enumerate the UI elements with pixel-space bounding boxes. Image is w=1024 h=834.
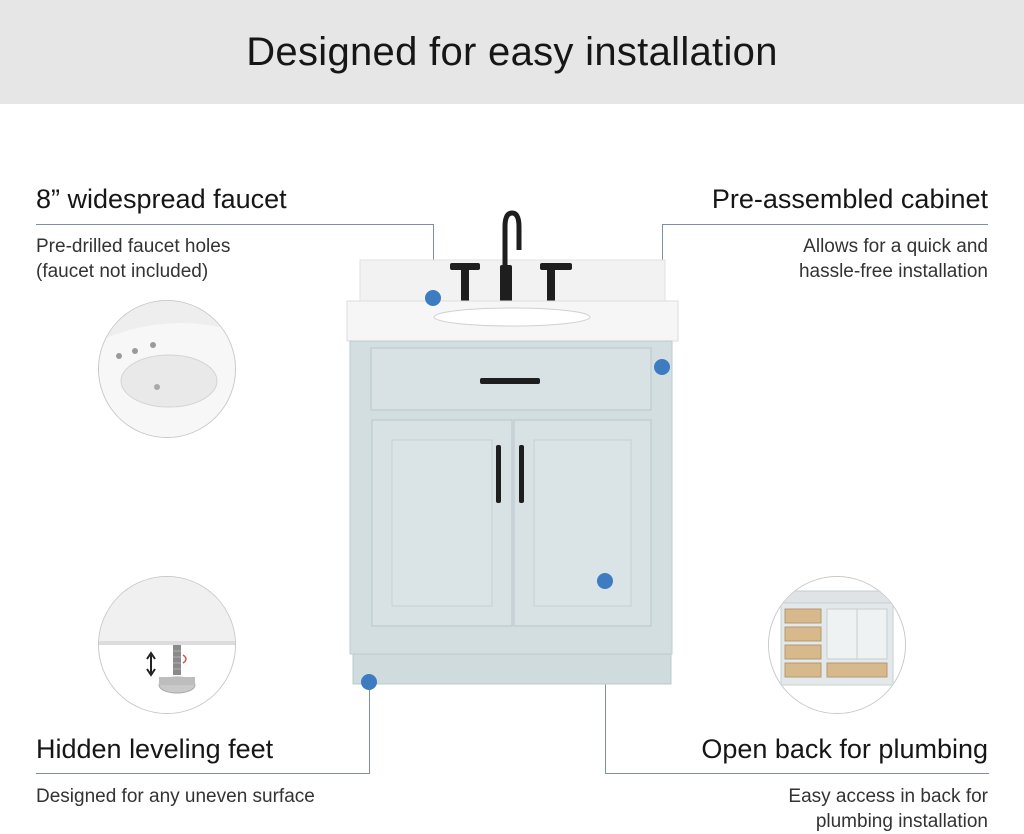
cabinet-leader-line	[662, 224, 988, 225]
plumbing-desc-line-2: plumbing installation	[815, 811, 988, 832]
faucet-holes-icon	[99, 301, 235, 437]
page-title: Designed for easy installation	[246, 29, 778, 74]
faucet-holes-thumbnail	[98, 300, 236, 438]
faucet-feature-desc: Pre-drilled faucet holes (faucet not inc…	[36, 234, 230, 284]
faucet-desc-line-2: (faucet not included)	[36, 261, 209, 282]
plumbing-feature-desc: Easy access in back for plumbing install…	[788, 784, 988, 834]
faucet-leader-line	[36, 224, 434, 225]
open-back-cabinet-icon	[769, 577, 905, 713]
vanity-illustration	[346, 210, 679, 685]
leveling-foot-icon	[99, 577, 235, 713]
drawer-handle-icon	[480, 378, 540, 384]
feet-feature-title: Hidden leveling feet	[36, 734, 274, 764]
feet-desc-line-1: Designed for any uneven surface	[36, 786, 315, 807]
feet-leader-line-vertical	[369, 682, 370, 774]
faucet-feature-title: 8” widespread faucet	[36, 184, 287, 214]
backsplash	[359, 259, 666, 306]
plumbing-feature-title: Open back for plumbing	[701, 734, 988, 764]
header-banner: Designed for easy installation	[0, 0, 1024, 104]
cabinet-desc-line-1: Allows for a quick and	[803, 236, 988, 257]
toe-kick	[352, 653, 672, 685]
left-door-handle-icon	[496, 445, 501, 503]
left-door-panel	[391, 439, 493, 607]
cabinet-feature-desc: Allows for a quick and hassle-free insta…	[799, 234, 988, 284]
faucet-callout-dot	[425, 290, 441, 306]
right-door-panel	[533, 439, 632, 607]
cabinet-feature-title: Pre-assembled cabinet	[711, 184, 988, 214]
plumbing-leader-line	[605, 773, 989, 774]
right-door-handle-icon	[519, 445, 524, 503]
leveling-feet-thumbnail	[98, 576, 236, 714]
cabinet-desc-line-2: hassle-free installation	[798, 261, 988, 282]
cabinet-callout-dot	[654, 359, 670, 375]
faucet-desc-line-1: Pre-drilled faucet holes	[36, 236, 231, 257]
feet-feature-desc: Designed for any uneven surface	[36, 784, 315, 809]
feet-callout-dot	[361, 674, 377, 690]
open-back-thumbnail	[768, 576, 906, 714]
faucet-icon	[450, 210, 572, 303]
plumbing-callout-dot	[597, 573, 613, 589]
plumbing-desc-line-1: Easy access in back for	[788, 786, 988, 807]
sink-basin	[433, 307, 591, 327]
feet-leader-line	[36, 773, 370, 774]
